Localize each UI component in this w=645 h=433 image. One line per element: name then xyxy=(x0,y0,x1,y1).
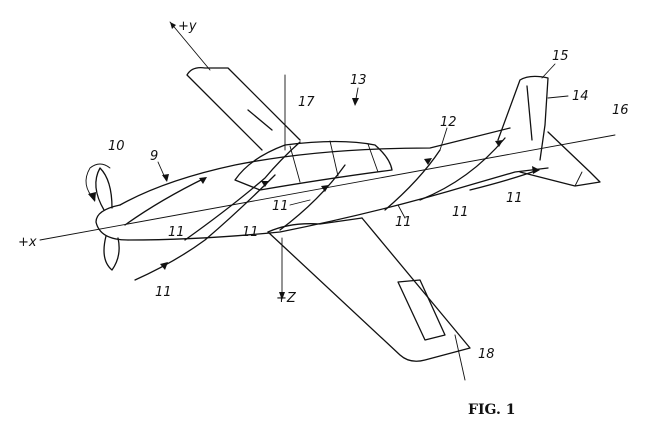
axis-label-x: +x xyxy=(18,235,37,250)
ref-11-f: 11 xyxy=(452,205,469,220)
ref-16: 16 xyxy=(612,103,629,118)
rotation-arrow-10 xyxy=(85,163,111,201)
line-18 xyxy=(454,334,466,381)
rudder-line xyxy=(526,85,533,141)
ref-11-b: 11 xyxy=(155,285,172,300)
streamline-3 xyxy=(184,141,301,241)
streamline-arrowhead-7 xyxy=(532,166,540,174)
leader-11b xyxy=(397,204,406,219)
propeller-blade-upper xyxy=(95,167,113,211)
streamline-6 xyxy=(419,137,506,201)
ref-18: 18 xyxy=(478,347,495,362)
streamline-1 xyxy=(124,177,206,226)
upper-wing xyxy=(186,67,301,151)
y-axis-line xyxy=(169,21,211,71)
axis-label-y: +y xyxy=(178,19,197,34)
ref-12: 12 xyxy=(440,115,457,130)
streamline-arrowhead-2 xyxy=(160,262,168,270)
z-axis-arrowhead xyxy=(279,292,285,300)
streamline-4 xyxy=(279,164,346,231)
fuselage-top xyxy=(119,127,511,206)
rotation-arrowhead-10 xyxy=(88,192,96,202)
ref-9: 9 xyxy=(150,149,158,164)
lower-wing xyxy=(267,217,471,362)
canopy xyxy=(234,140,393,191)
leader-12 xyxy=(439,127,448,151)
spinner xyxy=(95,204,129,241)
streamline-arrowhead-6 xyxy=(495,140,503,147)
upper-wing-flap xyxy=(247,109,273,131)
ref-11-a: 11 xyxy=(168,225,185,240)
ref-11-c: 11 xyxy=(272,199,289,214)
leader-9-arrowhead xyxy=(162,174,169,182)
canopy-frame-2 xyxy=(329,140,339,177)
axis-label-z: +Z xyxy=(276,291,297,306)
streamline-2 xyxy=(134,174,276,281)
canopy-frame-3 xyxy=(367,143,379,173)
ref-13: 13 xyxy=(350,73,367,88)
leader-15 xyxy=(541,63,556,79)
ref-11-d: 11 xyxy=(242,225,259,240)
streamline-7 xyxy=(469,169,539,191)
horizontal-tail-elevator xyxy=(574,171,583,187)
lower-wing-aileron xyxy=(397,279,446,341)
y-axis-arrowhead xyxy=(170,22,176,29)
ref-14: 14 xyxy=(572,89,589,104)
ref-15: 15 xyxy=(552,49,569,64)
ref-10: 10 xyxy=(108,139,125,154)
ref-11-e: 11 xyxy=(395,215,412,230)
canopy-frame-1 xyxy=(289,145,301,183)
streamline-arrowhead-5 xyxy=(424,158,432,165)
streamline-arrowhead-1 xyxy=(199,177,207,184)
horizontal-tail xyxy=(519,131,601,187)
vertical-tail xyxy=(497,75,549,161)
leader-11a xyxy=(289,199,311,206)
streamline-arrowhead-4 xyxy=(321,185,329,192)
streamline-arrowhead-3 xyxy=(261,181,269,187)
leader-14 xyxy=(547,95,569,99)
leader-13-arrowhead xyxy=(352,98,359,106)
ref-11-g: 11 xyxy=(506,191,523,206)
fuselage-bottom xyxy=(127,167,549,241)
ref-17: 17 xyxy=(298,95,315,110)
figure-caption: FIG. 1 xyxy=(468,402,515,418)
propeller-blade-lower xyxy=(103,235,120,271)
streamline-5 xyxy=(384,149,441,211)
